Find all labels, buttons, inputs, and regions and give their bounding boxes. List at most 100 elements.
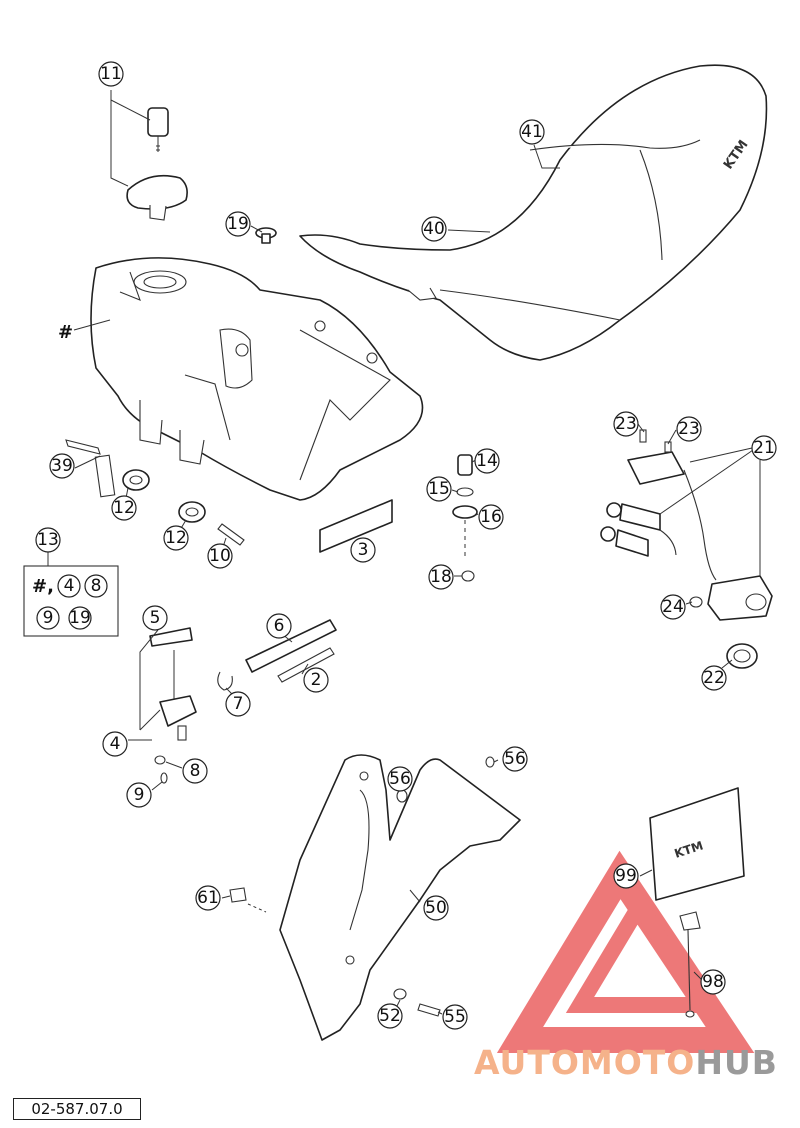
callout-13: 13 (35, 527, 61, 553)
svg-text:4: 4 (110, 734, 121, 754)
grommet-12-lower (178, 501, 206, 523)
fuel-tap (149, 627, 197, 784)
callout-56-right: 56 (502, 746, 528, 772)
svg-text:99: 99 (615, 866, 637, 886)
svg-text:7: 7 (233, 694, 244, 714)
callout-5: 5 (142, 605, 168, 631)
tank-marker: # (58, 322, 73, 343)
callout-3: 3 (350, 537, 376, 563)
svg-text:23: 23 (678, 419, 700, 439)
callout-6: 6 (266, 613, 292, 639)
callout-56-left: 56 (387, 766, 413, 792)
callout-8: 8 (182, 758, 208, 784)
grommet-12-upper (122, 469, 150, 491)
bolt-39 (65, 439, 116, 498)
kit-item-4: 4 (64, 576, 75, 596)
tool-98 (679, 911, 701, 1018)
document-code: 02-587.07.0 (13, 1098, 141, 1120)
kit-box-contents: #, 4 8 9 19 (32, 574, 108, 630)
callout-16: 16 (478, 504, 504, 530)
svg-text:23: 23 (615, 414, 637, 434)
kit-item-8: 8 (91, 576, 102, 596)
watermark-part1: AUTOMOTO (474, 1043, 696, 1082)
callout-7: 7 (225, 691, 251, 717)
svg-text:55: 55 (444, 1007, 466, 1027)
clamp-7 (217, 671, 233, 691)
svg-text:56: 56 (504, 749, 526, 769)
callout-55: 55 (442, 1004, 468, 1030)
callout-19: 19 (225, 211, 251, 237)
callout-2: 2 (303, 667, 329, 693)
callout-18: 18 (428, 564, 454, 590)
svg-text:61: 61 (197, 888, 219, 908)
svg-text:40: 40 (423, 219, 445, 239)
callout-12-upper: 12 (111, 495, 137, 521)
callout-99: 99 (613, 863, 639, 889)
callout-21: 21 (751, 435, 777, 461)
kit-box-prefix: #, (32, 576, 54, 597)
callout-40: 40 (421, 216, 447, 242)
callout-41: 41 (519, 119, 545, 145)
kit-item-19: 19 (69, 608, 91, 628)
watermark-text: AUTOMOTOHUB (474, 1043, 778, 1082)
svg-text:18: 18 (430, 567, 452, 587)
callout-50: 50 (423, 895, 449, 921)
sticker-3 (319, 499, 393, 553)
svg-text:6: 6 (274, 616, 285, 636)
callout-9: 9 (126, 782, 152, 808)
callout-11: 11 (98, 61, 124, 87)
callout-22: 22 (701, 665, 727, 691)
svg-text:16: 16 (480, 507, 502, 527)
callout-61: 61 (195, 885, 221, 911)
callout-23-right: 23 (676, 416, 702, 442)
screw-19 (255, 227, 277, 244)
callout-23-left: 23 (613, 411, 639, 437)
svg-text:98: 98 (702, 972, 724, 992)
spring-2 (277, 647, 335, 683)
svg-text:24: 24 (662, 597, 684, 617)
hose-6 (245, 619, 337, 673)
svg-text:2: 2 (311, 670, 322, 690)
fuel-cap (126, 107, 188, 221)
svg-text:9: 9 (134, 785, 145, 805)
ignition-lock-set (600, 429, 773, 669)
seat: KTM (299, 64, 768, 361)
svg-text:3: 3 (358, 540, 369, 560)
callout-12-lower: 12 (163, 525, 189, 551)
svg-text:21: 21 (753, 438, 775, 458)
screw-10 (217, 523, 245, 546)
watermark-part2: HUB (695, 1043, 778, 1082)
svg-text:52: 52 (379, 1006, 401, 1026)
callout-24: 24 (660, 594, 686, 620)
svg-text:50: 50 (425, 898, 447, 918)
svg-text:5: 5 (150, 608, 161, 628)
svg-text:12: 12 (113, 498, 135, 518)
fuel-tank (90, 257, 424, 501)
callout-98: 98 (700, 969, 726, 995)
callout-10: 10 (207, 543, 233, 569)
callout-14: 14 (474, 448, 500, 474)
svg-text:10: 10 (209, 546, 231, 566)
svg-text:8: 8 (190, 761, 201, 781)
svg-text:12: 12 (165, 528, 187, 548)
side-cover (229, 754, 521, 1041)
callout-52: 52 (377, 1003, 403, 1029)
svg-text:41: 41 (521, 122, 543, 142)
svg-text:19: 19 (227, 214, 249, 234)
callout-15: 15 (426, 476, 452, 502)
svg-text:22: 22 (703, 668, 725, 688)
watermark-logo (496, 850, 755, 1053)
svg-text:11: 11 (100, 64, 122, 84)
svg-text:39: 39 (51, 456, 73, 476)
svg-text:15: 15 (428, 479, 450, 499)
callout-4: 4 (102, 731, 128, 757)
leader-lines (73, 90, 761, 1015)
svg-text:14: 14 (476, 451, 498, 471)
svg-text:56: 56 (389, 769, 411, 789)
kit-item-9: 9 (43, 608, 54, 628)
callout-39: 39 (49, 453, 75, 479)
tool-bag: KTM (649, 787, 745, 901)
fastener-stack (452, 454, 478, 582)
svg-text:13: 13 (37, 530, 59, 550)
